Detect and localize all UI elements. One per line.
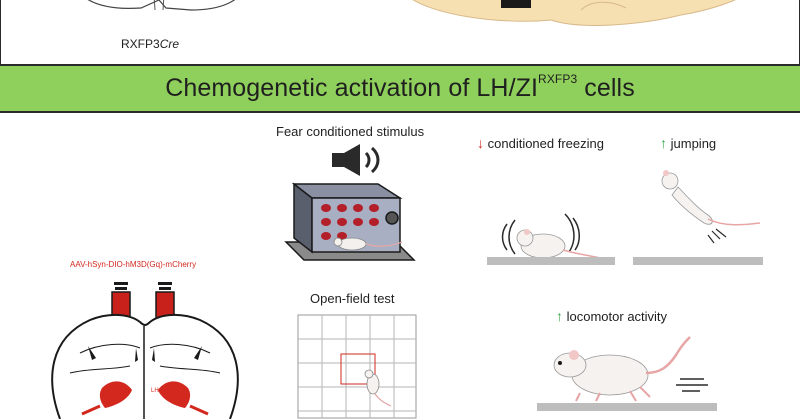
region-label: LH/ZI — [151, 388, 166, 394]
speaker-icon — [332, 144, 380, 176]
jumping-mouse-icon — [661, 170, 761, 244]
open-field-arena — [297, 314, 417, 419]
banner-title: Chemogenetic activation of LH/ZIRXFP3 ce… — [165, 72, 635, 102]
running-mouse-icon — [553, 336, 708, 402]
decrease-arrow-icon: ↓ — [477, 135, 484, 151]
coronal-brain-injection — [51, 282, 239, 419]
freezing-mouse-icon — [501, 213, 602, 259]
increase-arrow-icon: ↑ — [556, 308, 563, 324]
locomotor-label: ↑ locomotor activity — [556, 308, 668, 324]
top-panel: RXFP3Cre — [0, 0, 800, 66]
jumping-floor — [633, 257, 763, 265]
freezing-floor — [487, 257, 615, 265]
mouse-brain-sagittal — [412, 0, 736, 26]
fear-conditioning-chamber — [284, 182, 416, 261]
virus-label: AAV-hSyn-DIO-hM3D(Gq)-mCherry — [70, 260, 197, 269]
brain-section-outline-top — [88, 0, 236, 11]
section-banner: Chemogenetic activation of LH/ZIRXFP3 ce… — [0, 66, 800, 113]
locomotor-floor — [537, 403, 717, 411]
freezing-label: ↓ conditioned freezing — [477, 135, 604, 151]
fear-test-title: Fear conditioned stimulus — [276, 124, 425, 139]
open-field-title: Open-field test — [310, 291, 395, 306]
mouse-line-label: RXFP3Cre — [121, 37, 180, 51]
increase-arrow-icon: ↑ — [660, 135, 667, 151]
jumping-label: ↑ jumping — [660, 135, 717, 151]
